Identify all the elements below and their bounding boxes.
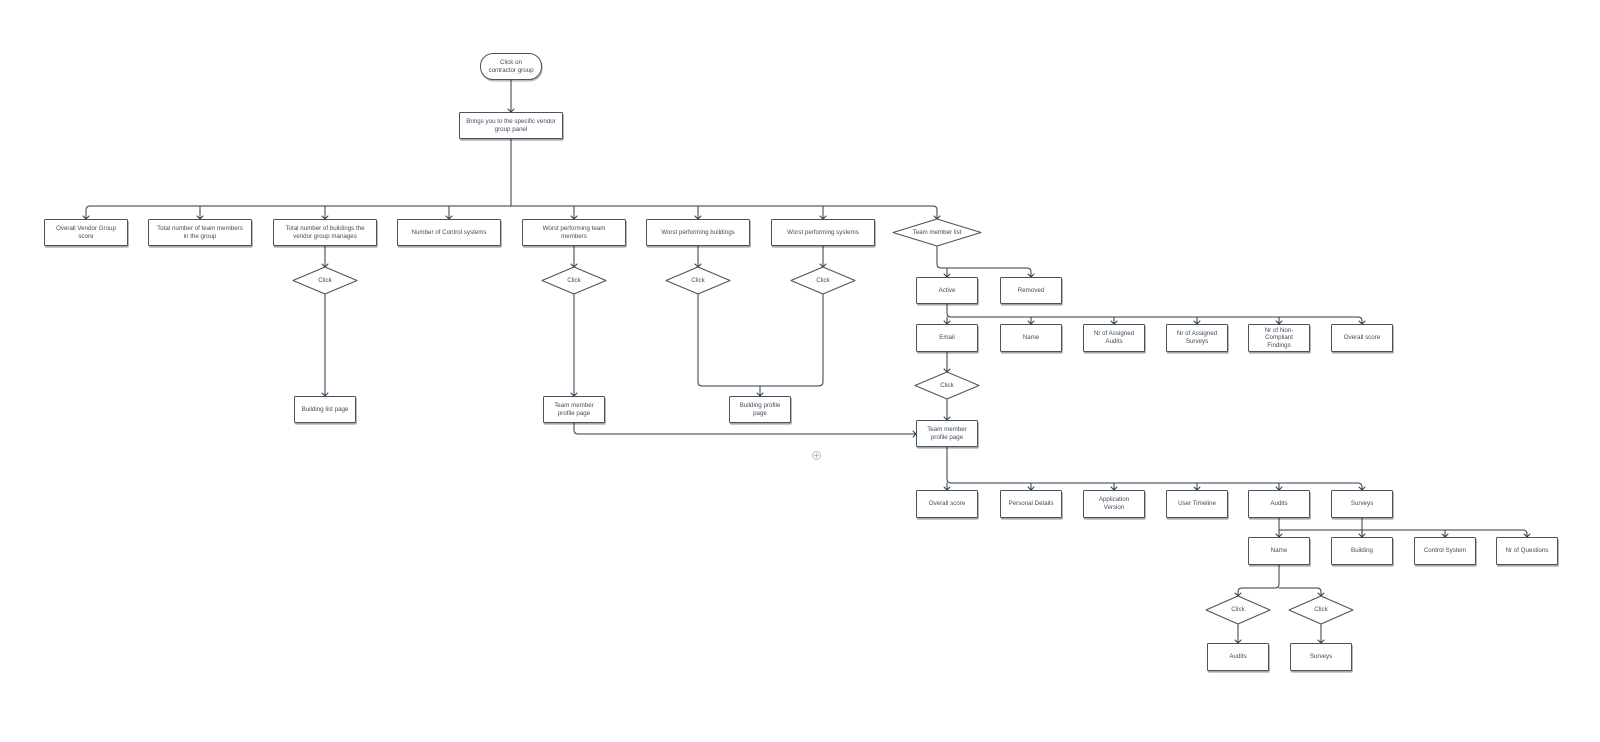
assigned-audits-node[interactable]: Nr of Assigned Audits — [1083, 324, 1145, 352]
click-worst-systems-label[interactable]: Click — [816, 276, 830, 284]
click-buildings-label[interactable]: Click — [318, 276, 332, 284]
audits-page-node[interactable]: Audits — [1207, 643, 1269, 671]
building-list-page-node[interactable]: Building list page — [294, 396, 356, 423]
vendor-panel-node[interactable]: Brings you to the specific vendor group … — [459, 112, 563, 139]
audit-control-system-node[interactable]: Control System — [1414, 537, 1476, 565]
worst-systems-node[interactable]: Worst performing systems — [771, 219, 875, 246]
click-email-label[interactable]: Click — [940, 381, 954, 389]
name-node[interactable]: Name — [1000, 324, 1062, 352]
audit-name-node[interactable]: Name — [1248, 537, 1310, 565]
building-profile-page-node[interactable]: Building profile page — [729, 396, 791, 423]
team-member-list-label[interactable]: Team member list — [912, 228, 962, 236]
click-surveys-diamond — [1288, 595, 1354, 625]
connector-lines — [85, 79, 1528, 644]
user-timeline-node[interactable]: User Timeline — [1166, 490, 1228, 518]
click-worst-systems-diamond — [790, 266, 856, 295]
start-node[interactable]: Click on contractor group — [480, 53, 542, 80]
click-buildings-diamond — [292, 266, 358, 295]
removed-node[interactable]: Removed — [1000, 277, 1062, 304]
click-worst-buildings-label[interactable]: Click — [691, 276, 705, 284]
audit-questions-node[interactable]: Nr of Questions — [1496, 537, 1558, 565]
worst-team-members-node[interactable]: Worst performing team members — [522, 219, 626, 246]
click-team-diamond — [541, 266, 607, 295]
total-team-members-node[interactable]: Total number of team members in the grou… — [148, 219, 252, 246]
assigned-surveys-node[interactable]: Nr of Assigned Surveys — [1166, 324, 1228, 352]
click-team-label[interactable]: Click — [567, 276, 581, 284]
worst-buildings-node[interactable]: Worst performing buildings — [646, 219, 750, 246]
control-systems-node[interactable]: Number of Control systems — [397, 219, 501, 246]
overall-score-list-node[interactable]: Overall score — [1331, 324, 1393, 352]
personal-details-node[interactable]: Personal Details — [1000, 490, 1062, 518]
active-node[interactable]: Active — [916, 277, 978, 304]
arrowheads — [82, 108, 1531, 644]
click-audits-diamond — [1205, 595, 1271, 625]
decision-shapes — [292, 218, 1354, 625]
click-email-diamond — [914, 371, 980, 400]
email-node[interactable]: Email — [916, 324, 978, 352]
audit-building-node[interactable]: Building — [1331, 537, 1393, 565]
team-member-list-diamond — [892, 218, 982, 247]
click-audits-label[interactable]: Click — [1231, 606, 1245, 614]
click-surveys-label[interactable]: Click — [1314, 606, 1328, 614]
team-profile-right-node[interactable]: Team member profile page — [916, 420, 978, 447]
overall-vendor-score-node[interactable]: Overall Vendor Group score — [44, 219, 128, 246]
audits-node[interactable]: Audits — [1248, 490, 1310, 518]
team-profile-left-node[interactable]: Team member profile page — [543, 396, 605, 423]
profile-overall-score-node[interactable]: Overall score — [916, 490, 978, 518]
noncompliant-node[interactable]: Nr of Non-Compliant Findings — [1248, 324, 1310, 352]
application-version-node[interactable]: Application Version — [1083, 490, 1145, 518]
total-buildings-node[interactable]: Total number of buildings the vendor gro… — [273, 219, 377, 246]
add-icon[interactable]: + — [812, 451, 821, 460]
click-worst-buildings-diamond — [665, 266, 731, 295]
surveys-page-node[interactable]: Surveys — [1290, 643, 1352, 671]
surveys-node[interactable]: Surveys — [1331, 490, 1393, 518]
